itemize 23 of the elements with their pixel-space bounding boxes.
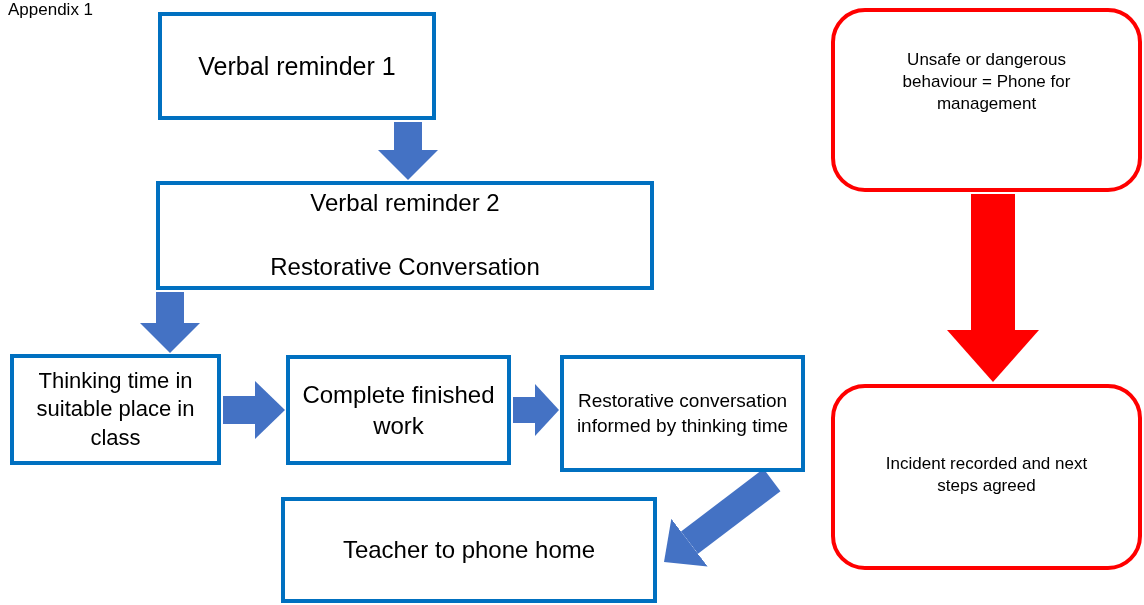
box-text: Restorative Conversation <box>270 251 540 282</box>
block-arrow <box>223 381 285 439</box>
box-text: Restorative conversation informed by thinking time <box>575 388 790 438</box>
process-box <box>10 354 221 465</box>
block-arrow <box>378 122 438 180</box>
box-text: Complete finished work <box>301 379 496 441</box>
process-box <box>286 355 511 465</box>
rounded-box <box>831 8 1142 192</box>
box-text: Verbal reminder 1 <box>198 50 396 82</box>
process-box <box>281 497 657 603</box>
block-arrow <box>140 292 200 353</box>
rounded-box <box>831 384 1142 570</box>
box-text: Unsafe or dangerous behaviour = Phone for management <box>901 48 1072 116</box>
heading: Appendix 1 <box>8 0 94 20</box>
box-text: Verbal reminder 2 <box>310 188 500 218</box>
block-arrow <box>513 384 559 436</box>
process-box <box>560 355 805 472</box>
box-text: Incident recorded and next steps agreed <box>884 452 1089 497</box>
box-text: Teacher to phone home <box>342 535 596 566</box>
block-arrow <box>947 194 1039 382</box>
process-box <box>158 12 436 120</box>
box-text: Thinking time in suitable place in class <box>35 366 196 452</box>
process-box <box>156 181 654 290</box>
